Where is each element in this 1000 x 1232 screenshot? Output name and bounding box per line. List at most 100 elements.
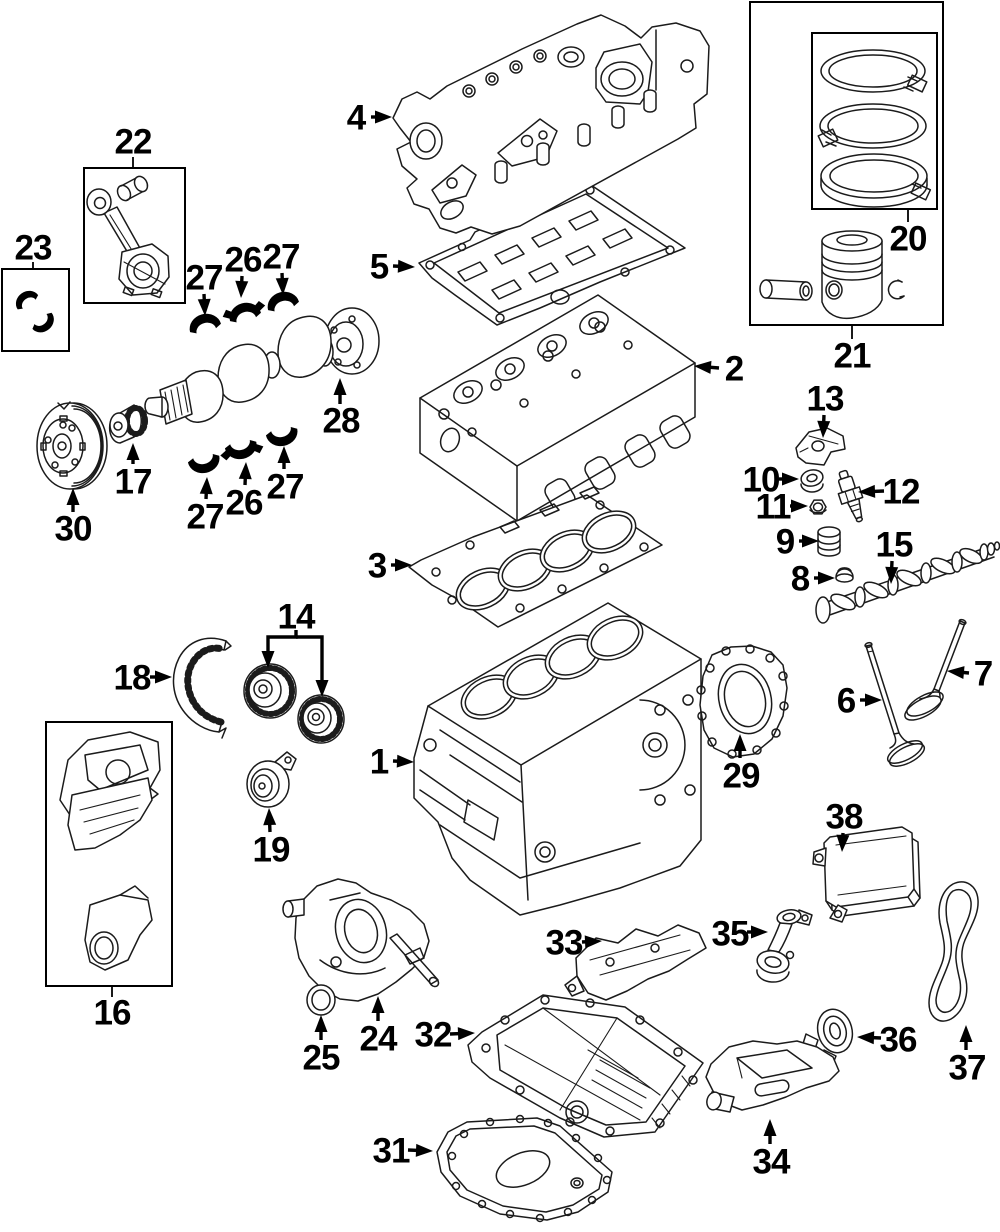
callout-number: 22 — [115, 123, 152, 162]
arrowhead-icon — [126, 443, 140, 460]
callout-number: 32 — [415, 1016, 452, 1055]
callout-1-engine-block: 1 — [370, 743, 414, 782]
arrowhead-icon — [263, 808, 277, 826]
arrowhead-icon — [865, 693, 882, 707]
callout-number: 16 — [94, 994, 131, 1033]
arrowhead-icon — [277, 446, 291, 463]
callout-number: 7 — [974, 655, 992, 694]
callout-37-drive-belt: 37 — [949, 1025, 986, 1088]
group-box-connecting-rod — [83, 167, 186, 304]
callout-33-oil-baffle: 33 — [546, 924, 602, 963]
callout-number: 31 — [373, 1132, 410, 1171]
part-intake-valve — [864, 641, 926, 767]
arrowhead-icon — [817, 420, 831, 438]
part-oil-pump — [705, 1033, 840, 1113]
callout-7-exhaust-valve: 7 — [947, 655, 993, 694]
arrowhead-icon — [947, 666, 965, 680]
group-box-rod-bearings — [1, 268, 70, 352]
callout-15-camshaft: 15 — [876, 526, 914, 584]
arrowhead-icon — [261, 651, 275, 668]
callout-28-crankshaft: 28 — [323, 378, 361, 441]
callout-27-main-bearing-lower-left: 27 — [187, 477, 224, 537]
arrowhead-icon — [802, 534, 819, 548]
callout-32-upper-oil-pan: 32 — [415, 1016, 475, 1055]
arrowhead-icon — [238, 462, 252, 480]
arrowhead-icon — [751, 925, 768, 939]
callout-number: 19 — [253, 831, 290, 870]
part-camshaft — [815, 541, 1000, 624]
callout-number: 12 — [883, 473, 920, 512]
part-crankshaft-timing-gear — [108, 404, 148, 444]
arrowhead-icon — [791, 499, 808, 513]
callout-number: 3 — [368, 547, 387, 586]
callout-number: 8 — [791, 560, 810, 599]
callout-38-oil-cooler: 38 — [826, 798, 864, 852]
callout-16-timing-covers: 16 — [94, 986, 132, 1033]
callout-19-tensioner-pulley: 19 — [253, 808, 291, 870]
part-crankshaft-front-seal — [306, 984, 336, 1016]
arrowhead-icon — [763, 1119, 777, 1136]
callout-4-valve-cover: 4 — [347, 99, 392, 138]
arrowhead-icon — [694, 360, 712, 374]
callout-number: 27 — [187, 498, 224, 537]
arrowhead-icon — [457, 1027, 475, 1041]
group-box-ring-set — [811, 32, 938, 210]
arrowhead-icon — [959, 1025, 973, 1042]
part-drive-belt — [928, 881, 979, 1022]
callout-13-rocker-bracket: 13 — [807, 380, 845, 438]
callout-number: 11 — [756, 488, 792, 527]
part-crankshaft — [144, 307, 380, 425]
callout-24-front-cover-oil-pump: 24 — [360, 996, 399, 1059]
callout-number: 5 — [370, 248, 389, 287]
callout-number: 18 — [114, 659, 151, 698]
callout-29-rear-main-seal-housing: 29 — [723, 734, 761, 796]
callout-18-timing-belt: 18 — [114, 659, 172, 698]
arrowhead-icon — [333, 378, 347, 395]
callout-14-camshaft-timing-gears: 14 — [261, 598, 329, 697]
callout-number: 17 — [115, 463, 152, 502]
part-lower-oil-pan — [436, 1114, 613, 1223]
callout-25-crankshaft-front-seal: 25 — [303, 1015, 341, 1078]
arrowhead-icon — [396, 754, 414, 768]
callout-number: 35 — [712, 915, 749, 954]
arrowhead-icon — [199, 477, 213, 495]
callout-number: 20 — [890, 220, 927, 259]
callout-number: 26 — [226, 484, 263, 523]
callout-number: 27 — [263, 238, 300, 277]
part-rear-main-seal-housing — [696, 644, 789, 759]
part-connecting-rod — [86, 175, 170, 299]
callout-number: 37 — [949, 1049, 986, 1088]
callout-number: 6 — [837, 682, 856, 721]
arrowhead-icon — [782, 472, 799, 486]
callout-number: 1 — [370, 743, 389, 782]
callout-number: 26 — [225, 241, 262, 280]
part-oil-baffle — [564, 924, 707, 1001]
callout-27-main-bearing-upper-right: 27 — [263, 238, 300, 295]
part-timing-belt — [172, 637, 232, 739]
arrowhead-icon — [818, 571, 835, 585]
callout-number: 9 — [776, 523, 795, 562]
part-valve-keeper — [809, 499, 827, 515]
callout-31-lower-oil-pan: 31 — [373, 1132, 433, 1171]
callout-number: 25 — [303, 1039, 340, 1078]
callout-27-main-bearing-lower-right: 27 — [267, 446, 304, 507]
callout-number: 23 — [15, 229, 52, 268]
callout-35-oil-pickup-tube: 35 — [712, 915, 768, 954]
callout-number: 29 — [723, 757, 760, 796]
arrowhead-icon — [371, 996, 385, 1013]
callout-3-head-gasket: 3 — [368, 547, 412, 586]
arrowhead-icon — [885, 566, 899, 584]
callout-26-thrust-bearing-upper: 26 — [225, 241, 263, 298]
group-box-piston-set — [749, 1, 944, 326]
part-tensioner-pulley — [246, 751, 297, 808]
part-camshaft-timing-gears — [243, 663, 345, 744]
arrowhead-icon — [275, 277, 289, 295]
arrowhead-icon — [857, 1031, 875, 1045]
arrowhead-icon — [375, 110, 392, 124]
callout-number: 24 — [360, 1020, 398, 1059]
part-crankshaft-pulley — [36, 401, 108, 490]
part-head-gasket — [408, 486, 663, 628]
arrowhead-icon — [395, 558, 412, 572]
